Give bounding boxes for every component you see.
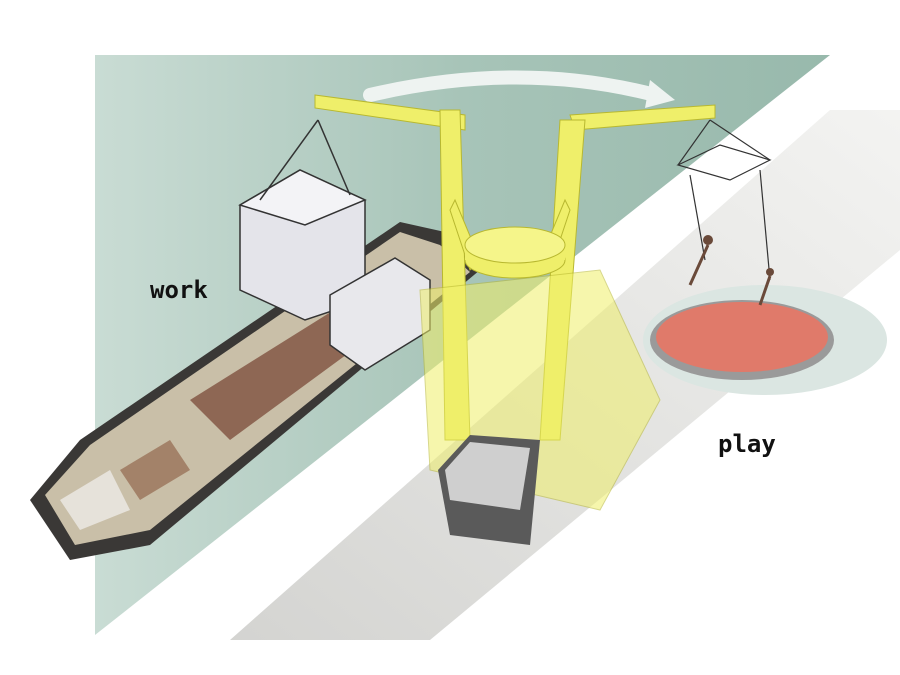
play-platform <box>643 119 887 395</box>
play-label: play <box>718 430 776 458</box>
work-label: work <box>150 276 208 304</box>
pickup-truck <box>438 435 540 545</box>
arc-arrow <box>363 70 662 102</box>
shipping-containers <box>238 119 431 371</box>
